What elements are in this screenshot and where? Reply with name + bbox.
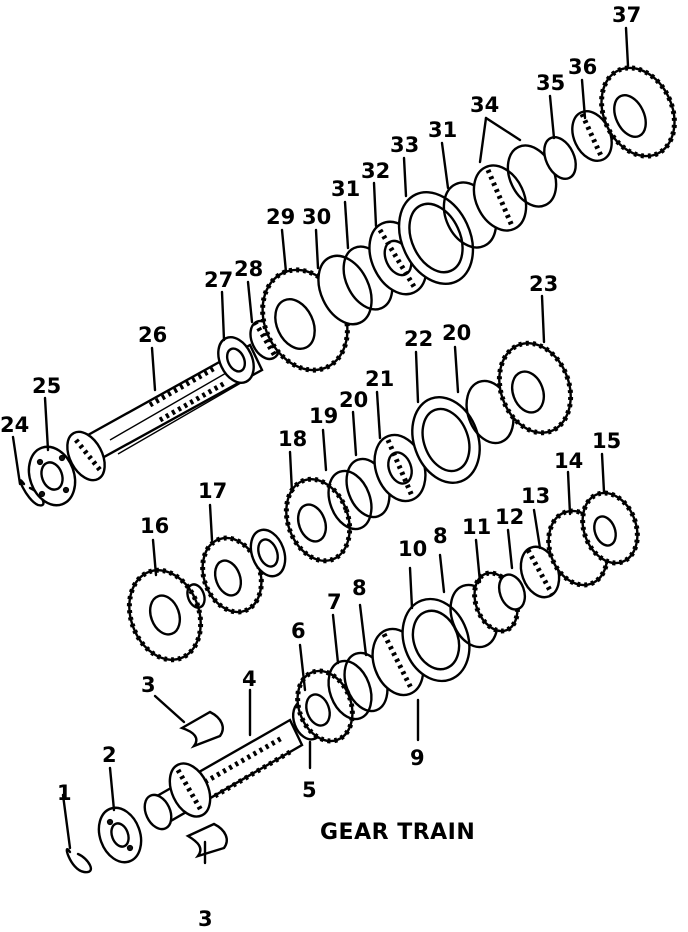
callout-7: 7 bbox=[327, 590, 342, 614]
callout-37: 37 bbox=[612, 3, 641, 27]
snap-ring bbox=[65, 848, 93, 874]
callout-21: 21 bbox=[365, 367, 394, 391]
sleeve bbox=[397, 190, 475, 286]
callout-22: 22 bbox=[404, 327, 433, 351]
callout-35: 35 bbox=[536, 71, 565, 95]
callout-18: 18 bbox=[278, 427, 307, 451]
diagram-caption: GEAR TRAIN bbox=[320, 820, 475, 845]
lower-shaft-assembly bbox=[65, 490, 640, 874]
callout-34: 34 bbox=[470, 93, 499, 117]
callout-14: 14 bbox=[554, 449, 583, 473]
gear bbox=[126, 567, 204, 663]
callout-15: 15 bbox=[592, 429, 621, 453]
input-shaft bbox=[143, 718, 304, 831]
callout-10: 10 bbox=[398, 537, 427, 561]
callout-19: 19 bbox=[309, 404, 338, 428]
upper-shaft-assembly bbox=[19, 65, 677, 507]
callout-27: 27 bbox=[204, 268, 233, 292]
callout-32: 32 bbox=[361, 159, 390, 183]
callout-3: 3 bbox=[141, 673, 156, 697]
needle-bearing bbox=[249, 528, 287, 578]
callout-2: 2 bbox=[102, 743, 117, 767]
callout-9: 9 bbox=[410, 746, 425, 770]
callout-labels: 1 2 3 3 4 5 6 7 8 8 9 10 11 12 13 14 15 … bbox=[0, 3, 641, 931]
callout-30: 30 bbox=[302, 205, 331, 229]
callout-31: 31 bbox=[331, 177, 360, 201]
callout-33: 33 bbox=[390, 133, 419, 157]
callout-23: 23 bbox=[529, 272, 558, 296]
callout-20: 20 bbox=[339, 388, 368, 412]
bearing-shell-upper bbox=[179, 710, 224, 749]
callout-11: 11 bbox=[462, 515, 491, 539]
callout-3-lower: 3 bbox=[198, 907, 213, 931]
callout-6: 6 bbox=[291, 619, 306, 643]
washer bbox=[186, 583, 206, 609]
callout-4: 4 bbox=[242, 667, 257, 691]
callout-13: 13 bbox=[521, 484, 550, 508]
callout-25: 25 bbox=[32, 374, 61, 398]
bearing-retainer bbox=[27, 445, 77, 507]
spacer bbox=[497, 573, 527, 611]
callout-26: 26 bbox=[138, 323, 167, 347]
leader-lines bbox=[11, 26, 630, 865]
callout-17: 17 bbox=[198, 479, 227, 503]
callout-36: 36 bbox=[568, 55, 597, 79]
gear bbox=[580, 490, 640, 566]
spacer bbox=[543, 136, 577, 180]
callout-5: 5 bbox=[302, 778, 317, 802]
callout-29: 29 bbox=[266, 205, 295, 229]
gear bbox=[200, 535, 264, 615]
synchronizer-ring bbox=[317, 254, 373, 326]
callout-31-upper: 31 bbox=[428, 118, 457, 142]
gear bbox=[295, 668, 355, 744]
main-shaft bbox=[66, 343, 264, 482]
gear bbox=[599, 65, 677, 159]
callout-20-upper: 20 bbox=[442, 321, 471, 345]
gear bbox=[283, 476, 353, 564]
flange bbox=[97, 806, 143, 864]
bearing-shell-lower bbox=[185, 822, 228, 859]
gear bbox=[496, 340, 574, 436]
callout-1: 1 bbox=[57, 781, 72, 805]
callout-8-upper: 8 bbox=[433, 524, 448, 548]
middle-gear-assembly bbox=[126, 340, 574, 663]
callout-16: 16 bbox=[140, 514, 169, 538]
callout-28: 28 bbox=[234, 257, 263, 281]
synchronizer-ring bbox=[327, 659, 373, 721]
bearing bbox=[217, 336, 255, 384]
sleeve bbox=[411, 396, 481, 484]
callout-24: 24 bbox=[0, 413, 29, 437]
callout-12: 12 bbox=[495, 505, 524, 529]
synchronizer-ring bbox=[327, 469, 373, 531]
callout-8: 8 bbox=[352, 576, 367, 600]
